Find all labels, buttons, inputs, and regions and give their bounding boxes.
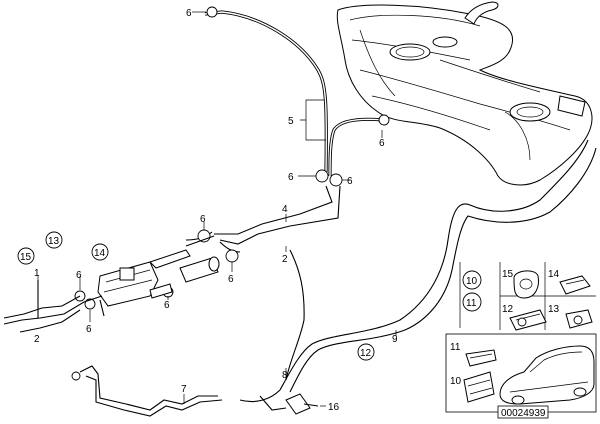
label-13-callout: 13 xyxy=(48,236,60,247)
clip-parts xyxy=(71,6,390,381)
label-14-inset: 14 xyxy=(548,269,560,280)
label-9: 9 xyxy=(392,334,398,345)
part-14-icon xyxy=(559,275,591,295)
label-11-inset: 11 xyxy=(450,342,461,353)
label-6-clip-b: 6 xyxy=(228,274,234,285)
label-13-inset: 13 xyxy=(548,304,560,315)
label-6-top: 6 xyxy=(186,8,192,19)
label-10-inset: 10 xyxy=(450,376,462,387)
label-6-clip-d: 6 xyxy=(76,270,82,281)
label-7: 7 xyxy=(181,384,187,395)
fuel-filter-assembly xyxy=(97,235,220,307)
label-11-callout: 11 xyxy=(466,298,477,309)
label-5: 5 xyxy=(288,116,294,127)
part-11-icon xyxy=(465,349,497,367)
label-6-mid-right: 6 xyxy=(347,176,353,187)
label-12-callout: 12 xyxy=(360,348,372,359)
label-2-upper: 2 xyxy=(282,254,288,265)
label-1: 1 xyxy=(34,268,40,279)
label-6-tank: 6 xyxy=(379,138,385,149)
item-16-bracket xyxy=(259,393,319,415)
fuel-tank xyxy=(336,1,593,186)
callout-circles xyxy=(17,231,482,361)
fuel-lines xyxy=(79,10,597,417)
label-15-callout: 15 xyxy=(20,252,32,263)
part-13-icon xyxy=(565,309,593,329)
reference-number: 00024939 xyxy=(501,408,546,419)
label-6-clip-c: 6 xyxy=(164,300,170,311)
label-6-mid-left: 6 xyxy=(288,172,294,183)
part-number-labels: 6 5 6 6 6 4 6 2 6 6 6 6 1 2 15 13 14 9 1… xyxy=(20,8,560,413)
reference-number-box: 00024939 xyxy=(497,405,549,419)
label-4: 4 xyxy=(282,204,288,215)
car-silhouette-icon xyxy=(499,345,595,405)
label-15-inset: 15 xyxy=(502,269,514,280)
left-fuel-lines xyxy=(3,280,105,333)
part-10-icon xyxy=(463,371,495,403)
label-12-inset: 12 xyxy=(502,304,514,315)
label-8: 8 xyxy=(282,370,288,381)
part-15-icon xyxy=(513,270,539,299)
part-12-icon xyxy=(509,309,547,331)
label-6-clip-a: 6 xyxy=(200,214,206,225)
leader-lines xyxy=(37,11,397,407)
label-10-callout: 10 xyxy=(466,276,478,287)
label-6-clip-e: 6 xyxy=(86,324,92,335)
label-2-lower: 2 xyxy=(34,334,40,345)
label-14-callout: 14 xyxy=(94,248,106,259)
inset-panel xyxy=(445,262,597,413)
label-16: 16 xyxy=(328,402,340,413)
